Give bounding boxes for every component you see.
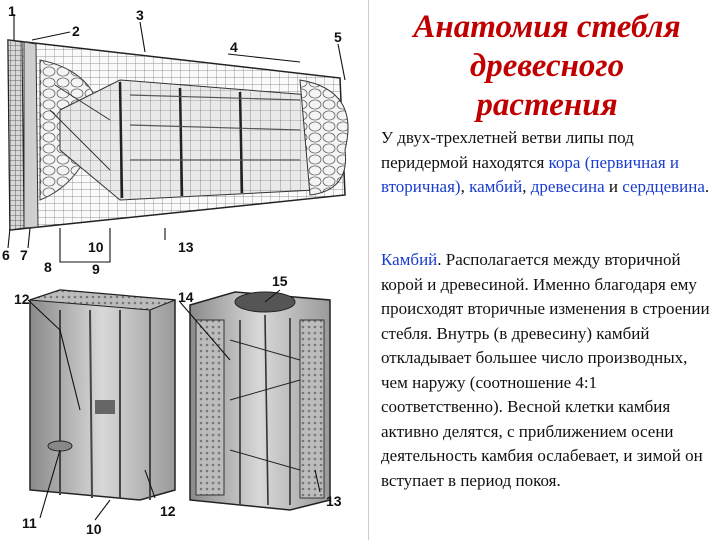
paragraph-1: У двух-трехлетней ветви липы под перидер… (381, 126, 717, 200)
stem-cross-section (7, 39, 349, 231)
p2-text: . Располагается между вторичной корой и … (381, 250, 710, 490)
link-kora[interactable]: кора (первичная и вторичная) (381, 152, 679, 197)
text-panel: Анатомия стебля древесного растения У дв… (368, 0, 720, 540)
label-10: 10 (88, 239, 104, 255)
title-line-3: растения (476, 87, 618, 123)
label-11: 11 (22, 515, 37, 531)
label-4: 4 (230, 39, 238, 55)
title-line-2: древесного (469, 48, 625, 84)
label-7: 7 (20, 247, 28, 263)
p1-sep: , (522, 177, 531, 196)
label-2: 2 (72, 23, 80, 39)
xylem-block-right (189, 291, 331, 511)
label-12-bottom: 12 (160, 503, 176, 519)
label-9: 9 (92, 261, 100, 277)
label-1: 1 (8, 3, 16, 19)
label-13-bottom: 13 (326, 493, 342, 509)
link-serdcevina[interactable]: сердцевина (622, 177, 705, 196)
figure-drawing: 1 2 3 4 5 6 7 8 9 10 13 12 14 15 12 11 1… (2, 3, 349, 537)
label-13: 13 (178, 239, 194, 255)
label-14: 14 (178, 289, 194, 305)
link-drevesina[interactable]: древесина (530, 177, 605, 196)
paragraph-2: Камбий. Располагается между вторичной ко… (381, 248, 717, 493)
label-6: 6 (2, 247, 10, 263)
title-line-1: Анатомия стебля (413, 9, 681, 45)
p1-intro: У двух-трехлетней ветви липы под перидер… (381, 128, 634, 172)
label-15: 15 (272, 273, 288, 289)
label-10-bottom: 10 (86, 521, 102, 537)
slide-title: Анатомия стебля древесного растения (377, 8, 717, 125)
label-5: 5 (334, 29, 342, 45)
label-3: 3 (136, 7, 144, 23)
term-kambiy[interactable]: Камбий (381, 250, 438, 269)
figure-leader-lines (7, 14, 346, 521)
p1-end: . (704, 177, 710, 196)
link-kambiy[interactable]: камбий (469, 177, 523, 196)
label-8: 8 (44, 259, 52, 275)
stem-anatomy-figure: 1 2 3 4 5 6 7 8 9 10 13 12 14 15 12 11 1… (2, 3, 349, 537)
p1-sep: и (604, 177, 623, 196)
xylem-block-left (29, 289, 176, 501)
p1-sep: , (460, 177, 470, 196)
label-12-top: 12 (14, 291, 30, 307)
